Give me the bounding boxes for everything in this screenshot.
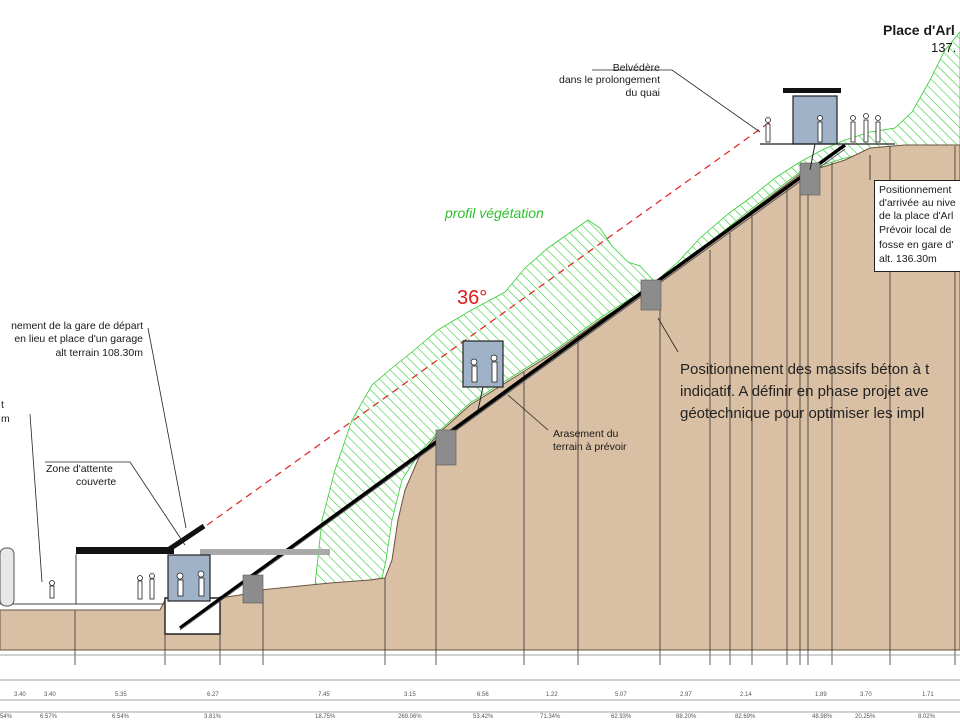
- svg-text:6.54%: 6.54%: [112, 714, 130, 720]
- arrival-line6: alt. 136.30m: [879, 253, 937, 265]
- svg-text:6.56: 6.56: [477, 692, 489, 698]
- svg-text:1.22: 1.22: [546, 692, 558, 698]
- vehicle-partial: [0, 547, 15, 607]
- svg-text:3.81%: 3.81%: [204, 714, 222, 720]
- belvedere-line2: dans le prolongement: [559, 74, 660, 86]
- svg-text:20.25%: 20.25%: [855, 714, 876, 720]
- svg-text:3.40: 3.40: [44, 692, 56, 698]
- massifs-line3: géotechnique pour optimiser les impl: [680, 405, 925, 422]
- arrival-note: Positionnement d'arrivée au nive de la p…: [874, 180, 960, 272]
- svg-text:2.14: 2.14: [740, 692, 752, 698]
- svg-text:3.15: 3.15: [404, 692, 416, 698]
- svg-text:88.20%: 88.20%: [676, 714, 697, 720]
- svg-text:53.42%: 53.42%: [473, 714, 494, 720]
- people: [49, 113, 881, 600]
- arasement-line1: Arasement du: [553, 428, 619, 440]
- place-altitude: 137.: [931, 40, 957, 55]
- svg-text:2.97: 2.97: [680, 692, 692, 698]
- arrival-line5: fosse en gare d': [879, 239, 954, 251]
- svg-text:3.70: 3.70: [860, 692, 872, 698]
- zone-attente-line1: Zone d'attente: [46, 463, 113, 475]
- svg-text:8.02%: 8.02%: [918, 714, 936, 720]
- svg-text:1.71: 1.71: [922, 692, 934, 698]
- depart-line3: alt terrain 108.30m: [55, 347, 143, 359]
- massifs-line1: Positionnement des massifs béton à t: [680, 361, 930, 378]
- left-note-line2: m: [1, 413, 10, 425]
- cable-track: [178, 143, 847, 630]
- svg-text:6.57%: 6.57%: [40, 714, 58, 720]
- angle-label: 36°: [457, 287, 488, 309]
- arrival-line3: de la place d'Arl: [879, 210, 954, 222]
- station-roof-slope: [166, 523, 206, 553]
- concrete-massifs: [242, 162, 821, 604]
- zone-attente-line2: couverte: [76, 476, 117, 488]
- cabin-top: [760, 88, 895, 171]
- dashed-reference-line: [167, 121, 771, 554]
- svg-text:1.89: 1.89: [815, 692, 827, 698]
- distance-table: 3.40 3.40 5.35 6.27 7.45 3.15 6.56 1.22 …: [0, 654, 960, 720]
- belvedere-line3: du quai: [625, 87, 660, 99]
- svg-text:54%: 54%: [0, 714, 13, 720]
- svg-text:48.98%: 48.98%: [812, 714, 833, 720]
- svg-text:6.27: 6.27: [207, 692, 219, 698]
- svg-text:71.34%: 71.34%: [540, 714, 561, 720]
- svg-text:269.06%: 269.06%: [398, 714, 422, 720]
- svg-text:82.69%: 82.69%: [735, 714, 756, 720]
- depart-line2: en lieu et place d'un garage: [14, 333, 143, 345]
- arasement-line2: terrain à prévoir: [553, 441, 627, 453]
- leader-lines: [29, 69, 871, 583]
- arrival-line1: Positionnement: [879, 184, 952, 196]
- svg-text:18.75%: 18.75%: [315, 714, 336, 720]
- svg-text:5.35: 5.35: [115, 692, 127, 698]
- belvedere-line1: Belvédère: [612, 62, 660, 74]
- depart-line1: nement de la gare de départ: [11, 320, 143, 332]
- svg-text:62.93%: 62.93%: [611, 714, 632, 720]
- left-note-line1: t: [1, 399, 4, 411]
- vegetation-label: profil végétation: [445, 205, 544, 221]
- arrival-line4: Prévoir local de: [879, 224, 952, 236]
- svg-text:3.40: 3.40: [14, 692, 26, 698]
- station-roof: [76, 547, 174, 554]
- place-title: Place d'Arl: [883, 22, 955, 38]
- svg-text:7.45: 7.45: [318, 692, 330, 698]
- arrival-line2: d'arrivée au nive: [879, 197, 956, 209]
- waiting-roof: [200, 549, 330, 555]
- svg-text:5.07: 5.07: [615, 692, 627, 698]
- massifs-line2: indicatif. A définir en phase projet ave: [680, 383, 929, 400]
